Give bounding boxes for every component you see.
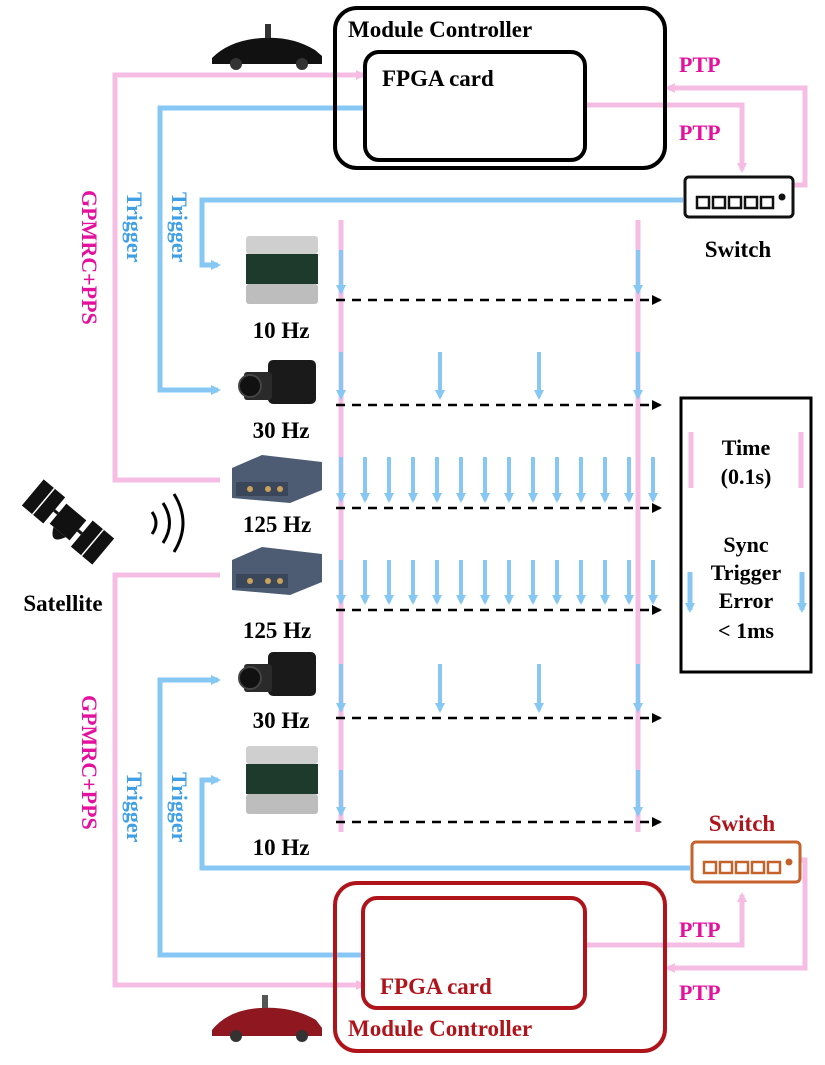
legend-box [679, 396, 813, 674]
rate-label-lidar-top: 10 Hz [253, 318, 310, 343]
ptp-label-top-1: PTP [679, 52, 721, 77]
top-switch-label: Switch [705, 237, 772, 262]
trigger-links [157, 105, 690, 958]
bottom-module-controller: FPGA card Module Controller [333, 881, 667, 1053]
sensor-imu-top [232, 455, 322, 503]
sensor-lidar-bottom [246, 746, 318, 814]
satellite-label: Satellite [23, 591, 102, 616]
sensor-camera-top [238, 360, 316, 404]
sensor-camera-bottom [238, 652, 316, 696]
top-controller-title: Module Controller [348, 17, 532, 42]
legend-sync-line3: Error [719, 588, 774, 613]
gpmrc-label-bottom: GPMRC+PPS [77, 695, 102, 830]
signal-waves-icon [150, 493, 185, 553]
gpmrc-pps-links [112, 70, 366, 990]
rate-label-camera-bottom: 30 Hz [253, 708, 310, 733]
rate-label-imu-bottom: 125 Hz [243, 618, 311, 643]
network-switch-icon [690, 840, 802, 884]
bottom-controller-title: Module Controller [348, 1016, 532, 1041]
trigger-label-1: Trigger [122, 192, 147, 263]
red-car-icon [212, 995, 322, 1042]
time-reference-lines [338, 220, 641, 832]
legend: Time (0.1s) Sync Trigger Error < 1ms [679, 396, 813, 674]
bottom-fpga-label: FPGA card [380, 974, 492, 999]
sensor-imu-bottom [232, 547, 322, 595]
lidar-icon [246, 746, 318, 814]
legend-sync-line1: Sync [723, 532, 768, 557]
network-switch-icon [683, 175, 795, 219]
sensor-timelines [336, 250, 662, 827]
rotated-link-labels: GPMRC+PPS GPMRC+PPS Trigger Trigger Trig… [77, 190, 192, 843]
trigger-label-2: Trigger [167, 192, 192, 263]
lidar-icon [246, 236, 318, 304]
satellite-icon [21, 479, 115, 565]
black-car-icon [212, 24, 322, 70]
rate-label-lidar-bottom: 10 Hz [253, 835, 310, 860]
satellite-group: Satellite [21, 479, 185, 616]
camera-icon [238, 360, 316, 404]
ptp-label-bottom-1: PTP [679, 917, 721, 942]
top-fpga-label: FPGA card [382, 66, 494, 91]
imu-box-icon [232, 547, 322, 595]
legend-time-unit: (0.1s) [721, 464, 772, 489]
imu-box-icon [232, 455, 322, 503]
bottom-controller-box [333, 881, 667, 1053]
bottom-switch-label: Switch [709, 811, 776, 836]
top-module-controller: Module Controller FPGA card [333, 6, 667, 170]
bottom-switch: Switch [690, 811, 802, 884]
camera-icon [238, 652, 316, 696]
rate-label-camera-top: 30 Hz [253, 418, 310, 443]
ptp-label-top-2: PTP [679, 120, 721, 145]
rate-label-imu-top: 125 Hz [243, 512, 311, 537]
sensor-rate-labels: 10 Hz 30 Hz 125 Hz 125 Hz 30 Hz 10 Hz [243, 318, 311, 860]
trigger-label-3: Trigger [122, 772, 147, 843]
bottom-fpga-box [361, 896, 587, 1010]
legend-sync-line2: Trigger [711, 560, 782, 585]
ptp-label-bottom-2: PTP [679, 980, 721, 1005]
trigger-label-4: Trigger [167, 772, 192, 843]
legend-time-title: Time [722, 435, 771, 460]
top-fpga-box [363, 50, 587, 162]
top-controller-box [333, 6, 667, 170]
gpmrc-label-top: GPMRC+PPS [77, 190, 102, 325]
sensor-lidar-top [246, 236, 318, 304]
top-switch: Switch [683, 175, 795, 262]
ptp-labels: PTP PTP PTP PTP [679, 52, 721, 1005]
legend-sync-line4: < 1ms [718, 618, 774, 643]
